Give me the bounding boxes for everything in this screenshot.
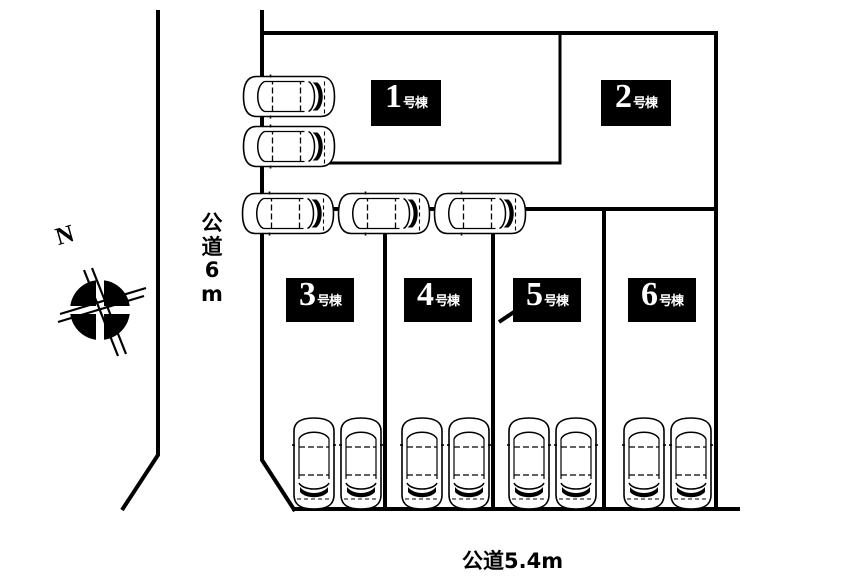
lot-badge-4-suffix: 号棟 [434,294,460,309]
car-symbol [506,417,552,510]
lot-badge-3-suffix: 号棟 [316,294,342,309]
road-west-label: 公道 6 m [197,211,227,306]
road-west-label-line-3: m [201,281,223,306]
lot-badge-6[interactable]: 6 号棟 [628,278,696,322]
road-south-label: 公道5.4m [462,549,564,573]
lot-badge-1[interactable]: 1 号棟 [371,80,441,126]
lot-badge-2[interactable]: 2 号棟 [601,80,671,126]
car-symbol [338,417,384,510]
lot-badge-5[interactable]: 5 号棟 [513,278,581,322]
lot-badge-6-number: 6 [640,276,658,313]
road-west-left-edge [120,10,160,512]
car-symbol [242,73,336,120]
lot-badge-2-suffix: 号棟 [632,96,658,111]
car-symbol [337,190,431,237]
lot-badge-1-number: 1 [384,78,402,115]
survey-tick-mark [497,310,516,324]
lot-badge-1-suffix: 号棟 [402,96,428,111]
car-symbol [668,417,714,510]
road-west-label-line-1: 公道 [201,211,223,259]
lot-badge-4-number: 4 [416,276,434,313]
compass-needle [57,267,147,357]
lot-badge-4[interactable]: 4 号棟 [404,278,472,322]
car-symbol [242,123,336,170]
car-symbol [446,417,492,510]
car-symbol [433,190,527,237]
lot-badge-3[interactable]: 3 号棟 [286,278,354,322]
road-west [120,10,160,512]
car-symbol [399,417,445,510]
car-symbol [291,417,337,510]
lot-badge-3-number: 3 [298,276,316,313]
car-symbol [241,190,335,237]
lot-dividers-south-row [383,211,606,509]
road-west-label-line-2: 6 [204,258,220,283]
lot-badge-5-number: 5 [525,276,543,313]
compass-rose [57,267,147,357]
lot-badge-6-suffix: 号棟 [658,294,684,309]
lot-badge-2-number: 2 [614,78,632,115]
car-symbol [621,417,667,510]
lot-badge-5-suffix: 号棟 [543,294,569,309]
car-symbol [553,417,599,510]
